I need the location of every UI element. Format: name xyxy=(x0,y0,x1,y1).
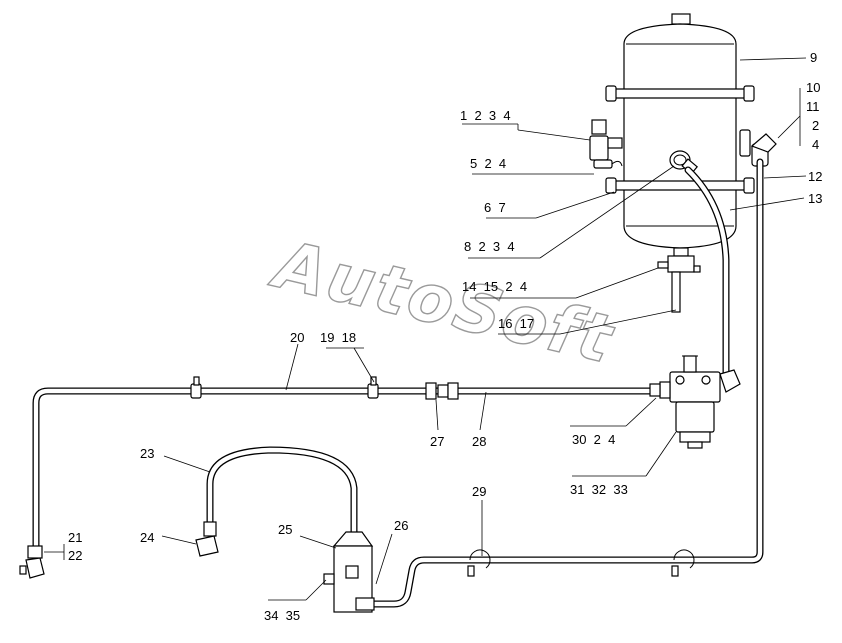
pressure-regulator xyxy=(649,355,741,449)
callout-34-35: 34 35 xyxy=(264,608,300,623)
callout-22: 22 xyxy=(68,548,82,563)
callout-19-18: 19 18 xyxy=(320,330,356,345)
callout-1-2-3-4: 1 2 3 4 xyxy=(460,108,511,123)
freeze-protector xyxy=(323,531,375,613)
coupling-nuts xyxy=(425,382,459,400)
hose-end-fitting xyxy=(195,521,219,557)
callout-6-7: 6 7 xyxy=(484,200,506,215)
callout-12: 12 xyxy=(808,169,822,184)
pipe-network xyxy=(32,158,764,608)
return-line-clamps xyxy=(467,549,695,577)
right-side-fitting xyxy=(739,129,777,167)
watermark-text: AutoSoft xyxy=(263,225,621,379)
drain-valve-side xyxy=(593,159,623,169)
callout-labels: 1 2 3 4 5 2 4 6 7 8 2 3 4 14 15 2 4 16 1… xyxy=(68,50,822,623)
drain-cock xyxy=(657,255,701,313)
air-tank xyxy=(605,13,755,257)
callout-26: 26 xyxy=(394,518,408,533)
callout-2: 2 xyxy=(812,118,819,133)
callout-24: 24 xyxy=(140,530,154,545)
callout-9: 9 xyxy=(810,50,817,65)
callout-29: 29 xyxy=(472,484,486,499)
callout-11: 11 xyxy=(806,99,820,114)
callout-25: 25 xyxy=(278,522,292,537)
callout-14-15-2-4: 14 15 2 4 xyxy=(462,279,527,294)
callout-23: 23 xyxy=(140,446,154,461)
callout-10: 10 xyxy=(806,80,820,95)
callout-8-2-3-4: 8 2 3 4 xyxy=(464,239,515,254)
callout-13: 13 xyxy=(808,191,822,206)
callout-28: 28 xyxy=(472,434,486,449)
safety-valve xyxy=(589,119,623,161)
left-end-fitting xyxy=(19,545,45,579)
leader-lines xyxy=(44,57,807,601)
callout-4: 4 xyxy=(812,137,819,152)
callout-31-32-33: 31 32 33 xyxy=(570,482,628,497)
callout-30-2-4: 30 2 4 xyxy=(572,432,615,447)
callout-21: 21 xyxy=(68,530,82,545)
callout-20: 20 xyxy=(290,330,304,345)
callout-5-2-4: 5 2 4 xyxy=(470,156,506,171)
callout-16-17: 16 17 xyxy=(498,316,534,331)
callout-27: 27 xyxy=(430,434,444,449)
